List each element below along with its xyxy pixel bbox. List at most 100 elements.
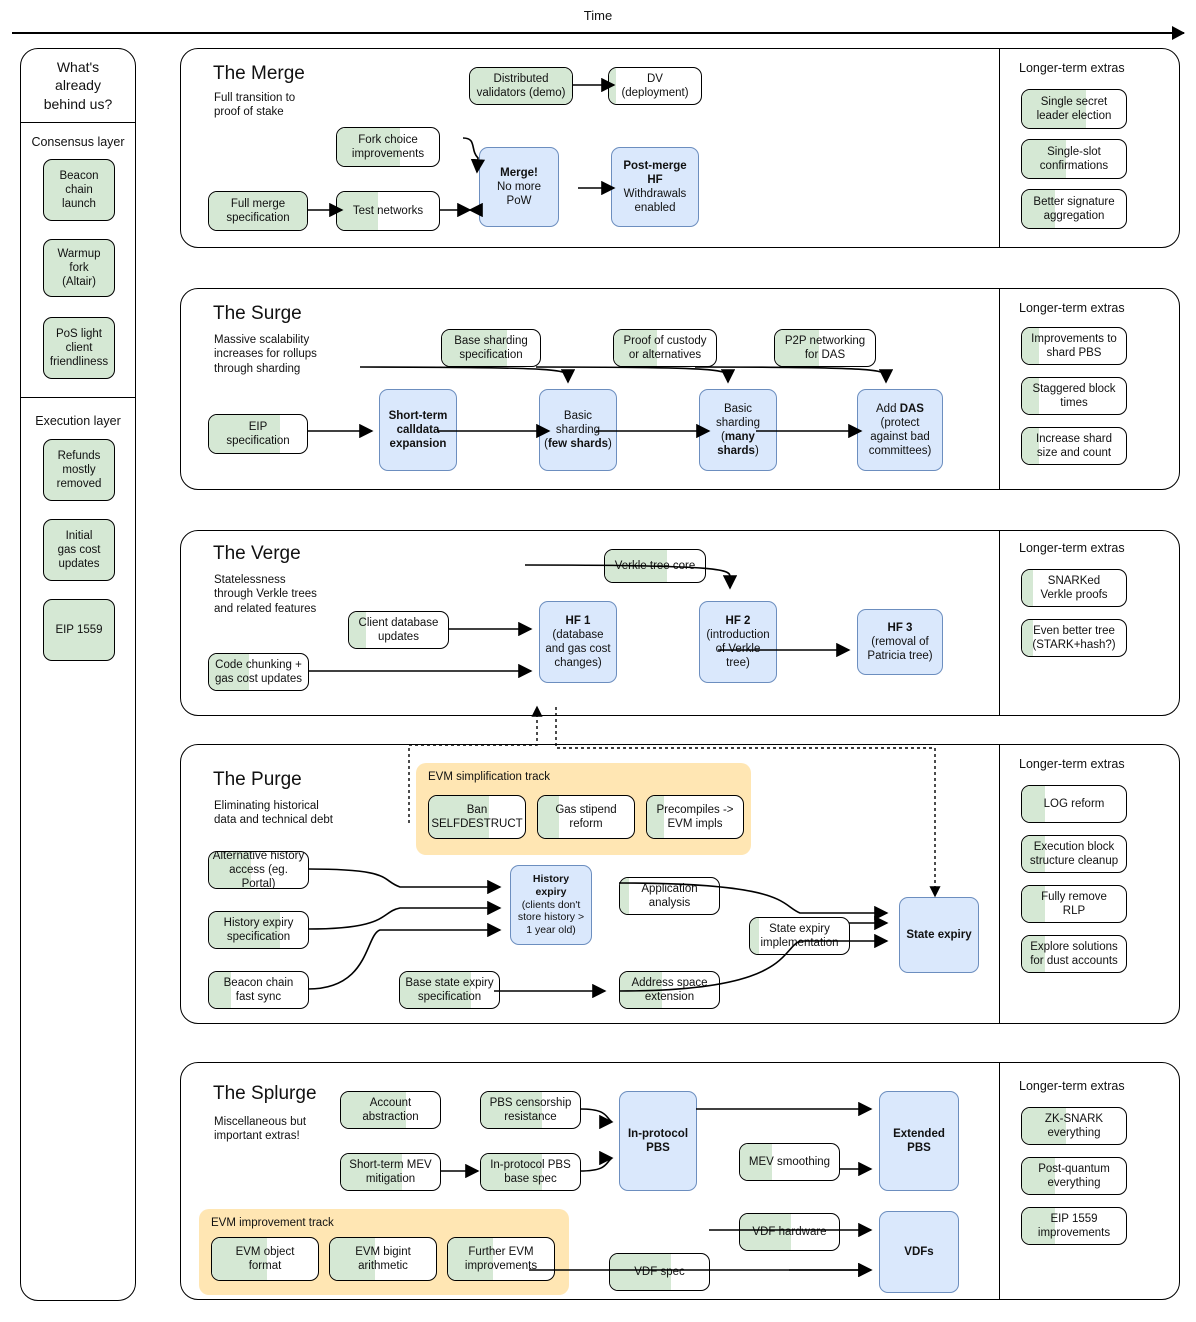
node-vdf-spec[interactable]: VDF spec [609, 1253, 710, 1291]
extra-explore-solutions-for-dust-accounts[interactable]: Explore solutions for dust accounts [1021, 935, 1127, 973]
extra-better-signature-aggregation[interactable]: Better signature aggregation [1021, 189, 1127, 229]
track-evm-improvement: EVM improvement track EVM object format … [199, 1209, 569, 1295]
node-state-expiry[interactable]: State expiry [899, 897, 979, 973]
node-beacon-chain-fast-sync[interactable]: Beacon chain fast sync [208, 971, 309, 1009]
section-title-verge: The Verge [213, 543, 301, 564]
node-short-term-mev-mitigation[interactable]: Short-term MEV mitigation [340, 1153, 441, 1191]
behind-item-eip-1559[interactable]: EIP 1559 [43, 599, 115, 661]
section-subtitle-purge: Eliminating historical data and technica… [214, 800, 333, 827]
section-title-surge: The Surge [213, 303, 302, 324]
time-axis-arrow-icon [1172, 26, 1185, 40]
section-subtitle-splurge: Miscellaneous but important extras! [214, 1116, 307, 1143]
node-gas-stipend-reform[interactable]: Gas stipend reform [537, 795, 635, 839]
extras-title-splurge: Longer-term extras [1019, 1079, 1125, 1093]
extras-column-purge [999, 745, 1181, 1023]
node-extended-pbs[interactable]: Extended PBS [879, 1091, 959, 1191]
node-state-expiry-implementation[interactable]: State expiry implementation [749, 917, 850, 955]
layer-divider [21, 397, 135, 398]
track-label-evm-simplification: EVM simplification track [428, 771, 551, 783]
node-address-space-extension[interactable]: Address space extension [619, 971, 720, 1009]
behind-item-refunds-removed[interactable]: Refunds mostly removed [43, 439, 115, 501]
node-short-term-calldata-expansion[interactable]: Short-term calldata expansion [379, 389, 457, 471]
node-vdfs[interactable]: VDFs [879, 1211, 959, 1293]
behind-item-pos-light-client[interactable]: PoS light client friendliness [43, 317, 115, 379]
node-precompiles-to-evm-impls[interactable]: Precompiles -> EVM impls [646, 795, 744, 839]
section-panel-verge: The Verge Statelessness through Verkle t… [180, 530, 1180, 716]
section-panel-splurge: The Splurge Miscellaneous but important … [180, 1062, 1180, 1300]
time-axis: Time [12, 8, 1185, 40]
node-eip-specification[interactable]: EIP specification [208, 414, 308, 454]
node-evm-bigint-arithmetic[interactable]: EVM bigint arithmetic [329, 1237, 437, 1281]
extras-title-purge: Longer-term extras [1019, 757, 1125, 771]
extra-increase-shard-size-and-count[interactable]: Increase shard size and count [1021, 427, 1127, 465]
node-account-abstraction[interactable]: Account abstraction [340, 1091, 441, 1129]
node-fork-choice-improvements[interactable]: Fork choice improvements [336, 127, 440, 167]
node-code-chunking-gas-cost-updates[interactable]: Code chunking + gas cost updates [208, 653, 309, 691]
already-behind-panel: What's already behind us? Consensus laye… [20, 48, 136, 1301]
node-proof-of-custody[interactable]: Proof of custody or alternatives [613, 329, 717, 367]
extra-single-secret-leader-election[interactable]: Single secret leader election [1021, 89, 1127, 129]
node-mev-smoothing[interactable]: MEV smoothing [739, 1143, 840, 1181]
time-axis-line [12, 32, 1184, 34]
node-history-expiry-specification[interactable]: History expiry specification [208, 911, 309, 949]
extra-even-better-tree[interactable]: Even better tree (STARK+hash?) [1021, 619, 1127, 657]
extra-eip-1559-improvements[interactable]: EIP 1559 improvements [1021, 1207, 1127, 1245]
section-panel-surge: The Surge Massive scalability increases … [180, 288, 1180, 490]
extra-post-quantum-everything[interactable]: Post-quantum everything [1021, 1157, 1127, 1195]
node-application-analysis[interactable]: Application analysis [619, 877, 720, 915]
node-in-protocol-pbs[interactable]: In-protocol PBS [619, 1091, 697, 1191]
extras-column-merge [999, 49, 1181, 247]
layer-heading-execution: Execution layer [35, 414, 121, 428]
node-client-database-updates[interactable]: Client database updates [348, 611, 449, 649]
node-full-merge-specification[interactable]: Full merge specification [208, 191, 308, 231]
extras-title-surge: Longer-term extras [1019, 301, 1125, 315]
extra-execution-block-structure-cleanup[interactable]: Execution block structure cleanup [1021, 835, 1127, 873]
already-behind-header: What's already behind us? [21, 49, 135, 123]
section-panel-purge: The Purge Eliminating historical data an… [180, 744, 1180, 1024]
node-vdf-hardware[interactable]: VDF hardware [739, 1213, 840, 1251]
section-subtitle-merge: Full transition to proof of stake [214, 92, 296, 119]
behind-item-warmup-fork[interactable]: Warmup fork (Altair) [43, 239, 115, 297]
extras-title-verge: Longer-term extras [1019, 541, 1125, 555]
section-title-merge: The Merge [213, 63, 305, 84]
extra-zk-snark-everything[interactable]: ZK-SNARK everything [1021, 1107, 1127, 1145]
behind-item-beacon-chain-launch[interactable]: Beacon chain launch [43, 159, 115, 221]
node-alternative-history-access[interactable]: Alternative history access (eg. Portal) [208, 851, 309, 889]
extras-column-splurge [999, 1063, 1181, 1299]
layer-heading-consensus: Consensus layer [31, 135, 125, 149]
extra-staggered-block-times[interactable]: Staggered block times [1021, 377, 1127, 415]
section-subtitle-surge: Massive scalability increases for rollup… [214, 334, 317, 375]
node-ban-selfdestruct[interactable]: Ban SELFDESTRUCT [428, 795, 526, 839]
extra-improvements-to-shard-pbs[interactable]: Improvements to shard PBS [1021, 327, 1127, 365]
node-base-state-expiry-specification[interactable]: Base state expiry specification [399, 971, 500, 1009]
section-subtitle-verge: Statelessness through Verkle trees and r… [214, 574, 317, 615]
behind-item-initial-gas-cost-updates[interactable]: Initial gas cost updates [43, 519, 115, 581]
extra-single-slot-confirmations[interactable]: Single-slot confirmations [1021, 139, 1127, 179]
extra-snarked-verkle-proofs[interactable]: SNARKed Verkle proofs [1021, 569, 1127, 607]
node-distributed-validators-demo[interactable]: Distributed validators (demo) [469, 67, 573, 105]
track-evm-simplification: EVM simplification track Ban SELFDESTRUC… [416, 763, 751, 855]
node-further-evm-improvements[interactable]: Further EVM improvements [447, 1237, 555, 1281]
node-base-sharding-specification[interactable]: Base sharding specification [441, 329, 541, 367]
node-evm-object-format[interactable]: EVM object format [211, 1237, 319, 1281]
node-dv-deployment[interactable]: DV (deployment) [608, 67, 702, 105]
node-pbs-censorship-resistance[interactable]: PBS censorship resistance [480, 1091, 581, 1129]
node-test-networks[interactable]: Test networks [336, 191, 440, 231]
extra-log-reform[interactable]: LOG reform [1021, 785, 1127, 823]
extras-column-verge [999, 531, 1181, 715]
extra-fully-remove-rlp[interactable]: Fully remove RLP [1021, 885, 1127, 923]
node-verkle-tree-core[interactable]: Verkle tree core [604, 549, 706, 583]
node-in-protocol-pbs-base-spec[interactable]: In-protocol PBS base spec [480, 1153, 581, 1191]
node-p2p-networking-for-das[interactable]: P2P networking for DAS [774, 329, 876, 367]
section-title-purge: The Purge [213, 769, 302, 790]
